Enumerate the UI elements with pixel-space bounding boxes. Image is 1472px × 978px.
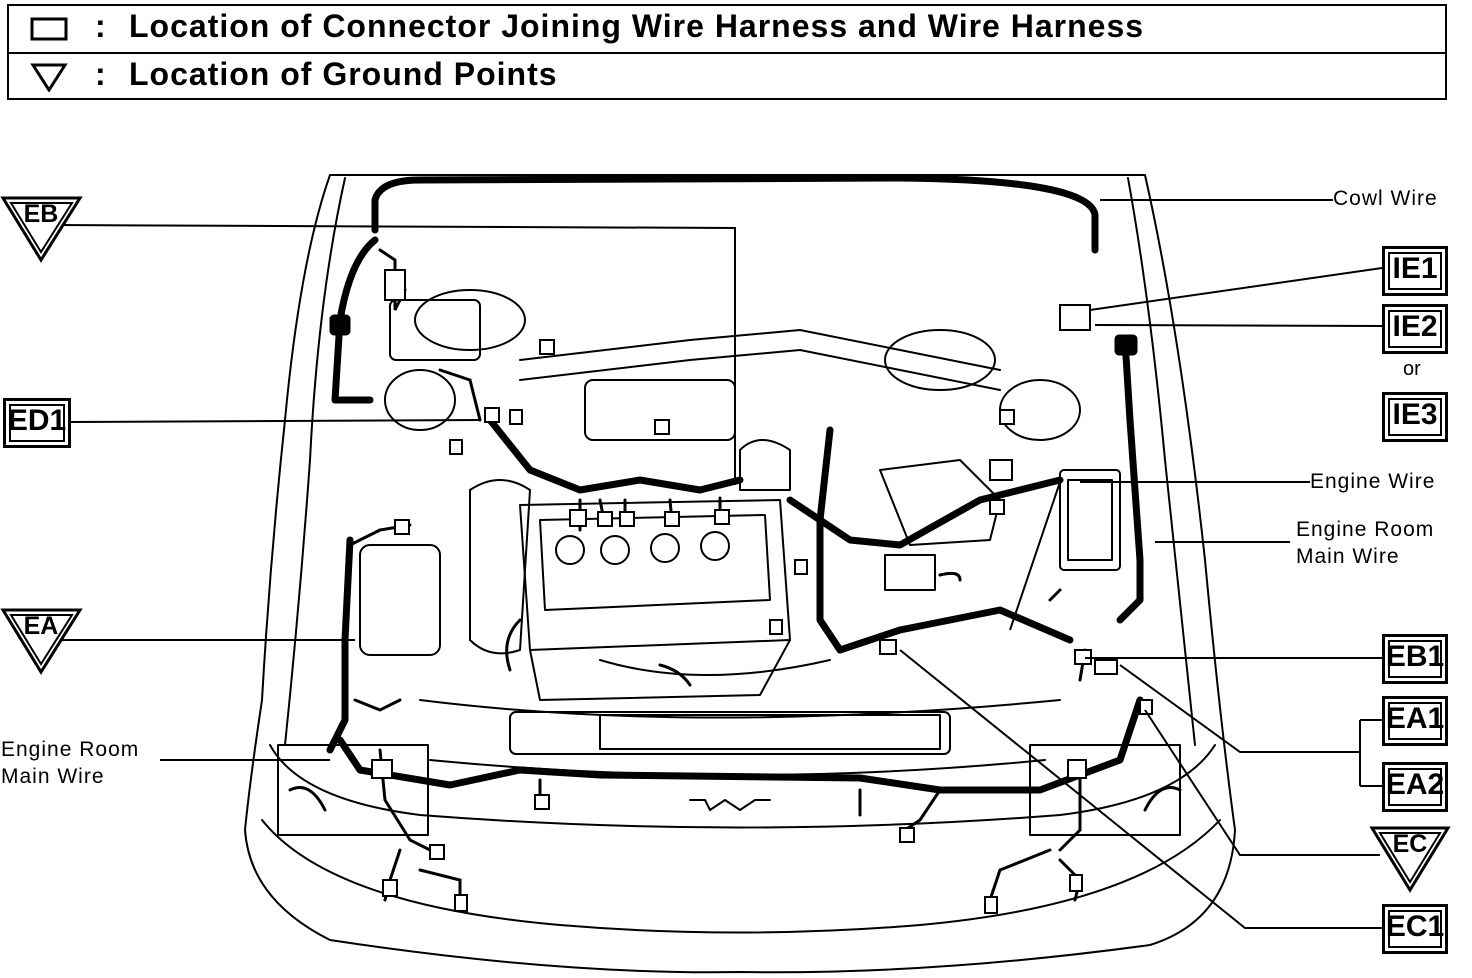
ground-ec-icon: [1369, 826, 1451, 893]
connector-ed1-label: ED1: [7, 404, 67, 437]
right-main-harness: [1116, 336, 1144, 624]
right-grommet: [1114, 334, 1138, 356]
legend-box: : Location of Connector Joining Wire Har…: [7, 4, 1447, 100]
brake-master: [389, 299, 481, 361]
engine-room-main-wire-right-line2: Main Wire: [1296, 544, 1400, 570]
connector-ec1: EC1: [1382, 904, 1448, 954]
engine-room-main-wire-left-line2: Main Wire: [1, 764, 105, 790]
relay-box: [1059, 469, 1121, 571]
front-left-area: [277, 744, 429, 836]
ground-ea-label: EA: [23, 612, 59, 640]
or-text: or: [1403, 358, 1421, 380]
connector-ie1-label: IE1: [1392, 252, 1438, 285]
legend-row-ground: : Location of Ground Points: [9, 54, 1445, 100]
leader-engine-wire: [1009, 481, 1310, 631]
engine-block-lower: [529, 639, 791, 701]
legend-row-connector: : Location of Connector Joining Wire Har…: [9, 6, 1445, 54]
triangle-down-icon: [30, 63, 68, 92]
connector-ie2: IE2: [1382, 304, 1448, 354]
left-fender-line: [284, 177, 346, 746]
leader-ie1: [1089, 267, 1383, 311]
connector-eb1: EB1: [1382, 634, 1448, 684]
ground-eb-icon: [0, 196, 83, 263]
engine-wire-label: Engine Wire: [1310, 469, 1436, 495]
engine-harness-top: [486, 416, 744, 494]
connector-eb1-label: EB1: [1385, 640, 1445, 673]
fuse-block: [884, 554, 936, 591]
front-harness: [336, 696, 1144, 794]
connector-ie1: IE1: [1382, 246, 1448, 296]
connector-ie3: IE3: [1382, 392, 1448, 442]
body-outline: [244, 174, 1236, 974]
ground-eb-label: EB: [23, 200, 59, 228]
rectangle-icon: [30, 17, 68, 41]
radiator: [509, 711, 951, 755]
strut-brace: [519, 329, 1001, 391]
ground-ea-icon: [0, 608, 83, 675]
leader-ed1: [69, 419, 481, 423]
valve-cover: [539, 514, 771, 611]
leader-ec1: [899, 649, 1382, 929]
fan-shroud: [599, 659, 831, 676]
left-grommet: [329, 314, 351, 336]
connector-ea2: EA2: [1382, 762, 1448, 812]
cowl-wire-label: Cowl Wire: [1333, 186, 1438, 212]
radiator-core: [599, 714, 941, 750]
intake-manifold: [469, 479, 531, 655]
ground-ec-label: EC: [1392, 830, 1428, 858]
legend-colon: :: [95, 56, 106, 92]
cylinder-head: [519, 499, 791, 651]
engine-room-main-wire-left-line1: Engine Room: [1, 737, 140, 763]
connector-ec1-label: EC1: [1385, 910, 1445, 943]
bumper-outline: [269, 744, 1216, 829]
legend-colon: :: [95, 8, 106, 44]
engine-harness-right: [786, 476, 1064, 549]
connector-ie3-label: IE3: [1392, 398, 1438, 431]
throttle-body: [739, 439, 791, 491]
leader-eb: [54, 224, 736, 485]
bumper-lower: [261, 819, 1221, 934]
engine-room-main-wire-right-line1: Engine Room: [1296, 517, 1435, 543]
connector-ed1: ED1: [3, 398, 71, 448]
hood-latch: [689, 799, 771, 811]
radiator-support: [419, 699, 1061, 719]
left-strut-tower: [384, 369, 456, 431]
leader-ec: [1144, 709, 1380, 856]
cowl-wire-harness: [371, 174, 1099, 254]
engine-harness-down: [816, 426, 1074, 654]
washer-tank: [359, 544, 441, 656]
left-front-harness: [326, 536, 354, 754]
right-fender-line: [1127, 177, 1196, 746]
connector-ea1: EA1: [1382, 696, 1448, 746]
leader-ea1-ea2: [1119, 664, 1382, 787]
legend-connector-text: Location of Connector Joining Wire Harne…: [129, 8, 1145, 44]
battery: [879, 459, 1001, 546]
leader-ie2: [1094, 324, 1383, 327]
connector-ea1-label: EA1: [1385, 702, 1445, 735]
legend-ground-text: Location of Ground Points: [129, 56, 558, 92]
connector-ea2-label: EA2: [1385, 768, 1445, 801]
connector-ie2-label: IE2: [1392, 310, 1438, 343]
